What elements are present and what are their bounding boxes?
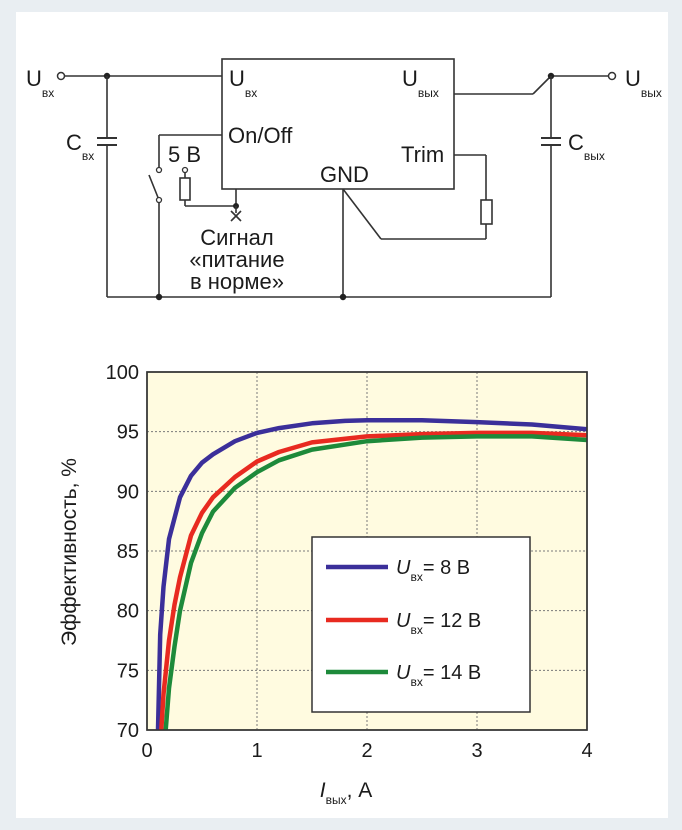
pullup-resistor (179, 177, 191, 201)
output-terminal (607, 71, 617, 81)
figure-panel: Uвх Uвых Cвх Cвых Uвх Uвых On/Off Trim G… (16, 12, 668, 818)
pin-uin-label: Uвх (229, 66, 257, 100)
junction-gnd-module (339, 293, 347, 301)
switch-contact-top (155, 166, 163, 174)
pin-trim-label: Trim (401, 142, 444, 167)
circuit-diagram: Uвх Uвых Cвх Cвых Uвх Uвых On/Off Trim G… (26, 58, 662, 301)
x-tick-0: 0 (141, 740, 152, 762)
pg-cross-b (230, 210, 242, 222)
x-tick-3: 3 (471, 740, 482, 762)
y-tick-85: 85 (117, 541, 139, 563)
trim-resistor (480, 199, 493, 225)
series-lines (155, 418, 588, 731)
legend-label-1: Uвх= 8 В (396, 557, 470, 584)
pullup-voltage-label: 5 В (168, 142, 201, 167)
series-line-2 (159, 430, 588, 731)
legend-box (311, 536, 531, 713)
legend: Uвх= 8 В Uвх= 12 В Uвх= 14 В (311, 536, 531, 713)
x-tick-4: 4 (581, 740, 592, 762)
x-axis-label: Iвых, А (320, 779, 373, 807)
u-out-label: Uвых (625, 66, 662, 100)
c-out-label: Cвых (568, 130, 605, 163)
pin-uout-label: Uвых (402, 66, 439, 100)
u-in-label: Uвх (26, 66, 54, 100)
legend-label-2: Uвх= 12 В (396, 610, 481, 637)
x-tick-1: 1 (251, 740, 262, 762)
wire-output-sense (532, 75, 552, 95)
series-line-3 (163, 434, 588, 731)
y-tick-95: 95 (117, 422, 139, 444)
y-tick-labels: 70 75 80 85 90 95 100 (106, 362, 139, 742)
wire-gnd-trim (342, 188, 382, 240)
x-tick-labels: 0 1 2 3 4 (141, 740, 592, 762)
pin-gnd-label: GND (320, 162, 369, 187)
grid (147, 372, 587, 730)
y-tick-70: 70 (117, 720, 139, 742)
y-tick-75: 75 (117, 660, 139, 682)
series-line-1 (155, 418, 588, 731)
switch-contact-bottom (155, 196, 163, 204)
y-tick-80: 80 (117, 601, 139, 623)
c-in-label: Cвх (66, 130, 94, 163)
pullup-terminal (181, 166, 189, 174)
y-tick-100: 100 (106, 362, 139, 384)
signal-label-line1: Сигнал (200, 225, 273, 250)
plot-area (146, 371, 588, 731)
signal-label-line2: «питание (189, 247, 284, 272)
x-tick-2: 2 (361, 740, 372, 762)
pin-onoff-label: On/Off (228, 123, 293, 148)
dcdc-module (221, 58, 455, 190)
switch-blade (148, 174, 160, 201)
input-terminal (56, 71, 66, 81)
legend-label-3: Uвх= 14 В (396, 662, 481, 689)
y-tick-90: 90 (117, 481, 139, 503)
junction-gnd-switch (155, 293, 163, 301)
plot-frame (146, 371, 588, 731)
y-axis-label: Эффективность, % (58, 458, 81, 646)
signal-label-line3: в норме» (190, 269, 284, 294)
